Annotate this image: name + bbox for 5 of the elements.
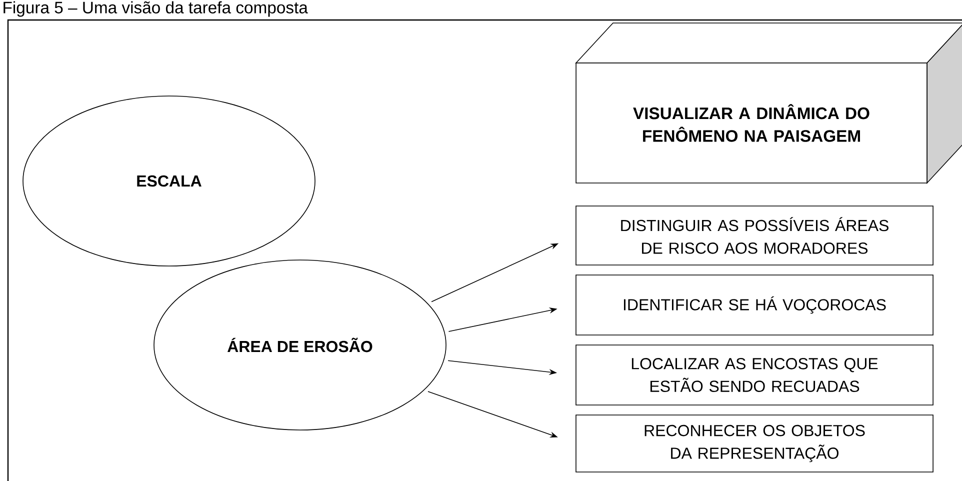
text-box: LOCALIZAR AS ENCOSTAS QUE ESTÃO SENDO RECUADAS xyxy=(576,344,934,406)
figure-title: Figura 5 – Uma visão da tarefa composta xyxy=(4,1,308,17)
text-box: RECONHECER OS OBJETOS DA REPRESENTAÇÃO xyxy=(576,414,934,472)
text-box: DISTINGUIR AS POSSÍVEIS ÁREAS DE RISCO AOS MORADORES xyxy=(576,206,934,266)
text-box: IDENTIFICAR SE HÁ VOÇOROCAS xyxy=(576,274,934,336)
